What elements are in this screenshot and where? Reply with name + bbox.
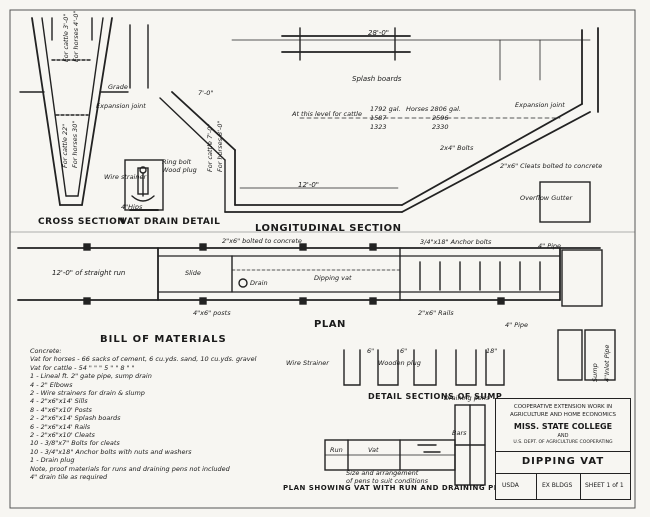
cattle-gal-3: 1323 bbox=[370, 123, 387, 131]
cross-top-cattle-label: For cattle 3'-0" bbox=[62, 13, 70, 62]
horses-gal-label: Horses 2806 gal. bbox=[406, 105, 461, 113]
bom-line: 2 - Wire strainers for drain & slump bbox=[30, 389, 145, 398]
cross-mid-cattle-label: For cattle 22" bbox=[61, 123, 69, 168]
sump-wire-strainer-label: Wire Strainer bbox=[286, 359, 329, 367]
usda-cell: USDA bbox=[502, 482, 519, 489]
size-note-line1: Size and arrangement bbox=[346, 469, 419, 477]
title-block-line5: U.S. DEPT. OF AGRICULTURE COOPERATING bbox=[513, 440, 613, 445]
bom-line: 10 - 3/8"x7" Bolts for cleats bbox=[30, 439, 120, 448]
slide-label: Slide bbox=[185, 269, 201, 277]
sump-dimension-3: 18" bbox=[486, 347, 498, 355]
bom-line: 1 - Drain plug bbox=[30, 456, 75, 465]
cross-section-drawing bbox=[19, 17, 129, 206]
plan-drawing bbox=[17, 181, 616, 381]
run-label: Run bbox=[330, 446, 343, 454]
draining-pens-label: Draining pens bbox=[444, 394, 490, 402]
wire-strainer-label: Wire strainer bbox=[104, 173, 147, 181]
twelve-foot-dimension: 12'-0" bbox=[298, 181, 320, 189]
sump-detail-heading: DETAIL SECTIONS OF SUMP bbox=[368, 392, 503, 401]
dipping-vat-label: Dipping vat bbox=[314, 274, 352, 282]
cross-top-horses-label: For horses 4'-0" bbox=[72, 10, 80, 62]
bom-line: 6 - 2"x6"x14' Rails bbox=[30, 422, 91, 431]
title-block-line3: MISS. STATE COLLEGE bbox=[513, 422, 613, 431]
bom-line: Vat for horses - 66 sacks of cement, 6 c… bbox=[30, 355, 257, 364]
grade-label: Grade bbox=[108, 83, 128, 91]
bom-line: 2 - 2"x6"x10' Cleats bbox=[30, 431, 95, 440]
sump-dimension-1: 6" bbox=[367, 347, 375, 355]
wood-plug-label: Wood plug bbox=[162, 166, 197, 174]
bom-line: Concrete: bbox=[30, 347, 62, 355]
sump-dimension-2: 6" bbox=[400, 347, 408, 355]
anchor-bolts-label: 3/4"x18" Anchor bolts bbox=[420, 238, 492, 246]
cross-bottom-label: 4"Hips bbox=[121, 203, 143, 211]
seven-foot-dimension: 7'-0" bbox=[198, 89, 214, 97]
sheet-border bbox=[9, 9, 636, 509]
title-block: COOPERATIVE EXTENSION WORK IN AGRICULTUR… bbox=[495, 398, 631, 500]
ring-bolt-label: Ring bolt bbox=[162, 158, 192, 166]
pipe-top-label: 4" Pipe bbox=[538, 242, 562, 250]
expansion-joint-right-label: Expansion joint bbox=[515, 101, 565, 109]
straight-run-label: 12'-0" of straight run bbox=[52, 269, 126, 277]
bolts-label: 2x4" Bolts bbox=[440, 144, 474, 152]
plan-heading: PLAN bbox=[314, 319, 346, 330]
splash-boards-label: Splash boards bbox=[352, 75, 402, 83]
vat-drain-detail-drawing bbox=[124, 159, 164, 211]
sheet-cell: SHEET 1 of 1 bbox=[585, 482, 624, 489]
sump-detail-drawing bbox=[343, 349, 505, 386]
title-block-line4: AND bbox=[557, 433, 569, 439]
pipe-bottom-label: 4" Pipe bbox=[505, 321, 529, 329]
cattle-gal-1: 1792 gal. bbox=[370, 105, 401, 113]
cattle-gal-2: 1587 bbox=[370, 114, 387, 122]
bom-line: 4" drain tile as required bbox=[30, 473, 108, 482]
bom-line: 4 - 2"x6"x14' Sills bbox=[30, 397, 88, 406]
bolted-label: 2"x6" bolted to concrete bbox=[222, 237, 302, 245]
vat-label: Vat bbox=[368, 446, 379, 454]
longitudinal-section-drawing bbox=[129, 24, 599, 213]
bldg-cell: EX BLDGS bbox=[542, 482, 573, 489]
cross-mid-horses-label: For horses 30" bbox=[71, 120, 79, 168]
longitudinal-section-heading: LONGITUDINAL SECTION bbox=[255, 223, 402, 234]
bom-line: 4 - 2" Elbows bbox=[30, 380, 73, 389]
bill-of-materials: BILL OF MATERIALS Concrete: Vat for hors… bbox=[30, 334, 350, 482]
drain-label: Drain bbox=[250, 279, 268, 287]
bom-line: 2 - 2"x6"x14' Splash boards bbox=[30, 414, 121, 423]
cross-section-heading: CROSS SECTION bbox=[38, 217, 126, 227]
expansion-joint-left-label: Expansion joint bbox=[96, 102, 146, 110]
overflow-gutter-label: Overflow Gutter bbox=[520, 194, 573, 202]
inlet-pipe-label: 4"Inlet Pipe bbox=[603, 344, 611, 382]
sump-label: Sump bbox=[591, 363, 599, 382]
bars-label: Bars bbox=[452, 429, 467, 437]
run-pens-heading: PLAN SHOWING VAT WITH RUN AND DRAINING P… bbox=[283, 484, 511, 492]
cleats-label: 2"x6" Cleats bolted to concrete bbox=[500, 162, 603, 170]
bom-line: Note, proof materials for runs and drain… bbox=[30, 464, 230, 473]
bom-line: 10 - 3/4"x18" Anchor bolts with nuts and… bbox=[30, 447, 192, 456]
title-block-line2: AGRICULTURE AND HOME ECONOMICS bbox=[509, 412, 617, 418]
bom-line: Vat for cattle - 54 " " " 5 " " 8 " " bbox=[30, 363, 135, 372]
depth-horses-label: For horses 8'-0" bbox=[216, 120, 224, 172]
size-note-line2: of pens to suit conditions bbox=[346, 477, 428, 485]
run-and-pens-drawing bbox=[324, 404, 486, 486]
bill-of-materials-title: BILL OF MATERIALS bbox=[100, 334, 227, 345]
top-dimension-label: 28'-0" bbox=[368, 29, 390, 37]
vat-drain-detail-heading: VAT DRAIN DETAIL bbox=[120, 217, 221, 227]
title-block-line1: COOPERATIVE EXTENSION WORK IN bbox=[513, 404, 613, 410]
rails-label: 2"x6" Rails bbox=[418, 309, 454, 317]
depth-cattle-label: For cattle 7'-0" bbox=[206, 123, 214, 172]
posts-label: 4"x6" posts bbox=[193, 309, 231, 317]
bom-line: 1 - Lineal ft. 2" gate pipe, sump drain bbox=[30, 372, 152, 381]
level-note-label: At this level for cattle bbox=[292, 110, 362, 118]
horses-gal-2: 2596 bbox=[432, 114, 449, 122]
drawing-title: DIPPING VAT bbox=[521, 456, 605, 467]
horses-gal-3: 2330 bbox=[432, 123, 449, 131]
bom-line: 8 - 4"x6"x10' Posts bbox=[30, 405, 92, 414]
wooden-plug-label: Wooden plug bbox=[378, 359, 421, 367]
